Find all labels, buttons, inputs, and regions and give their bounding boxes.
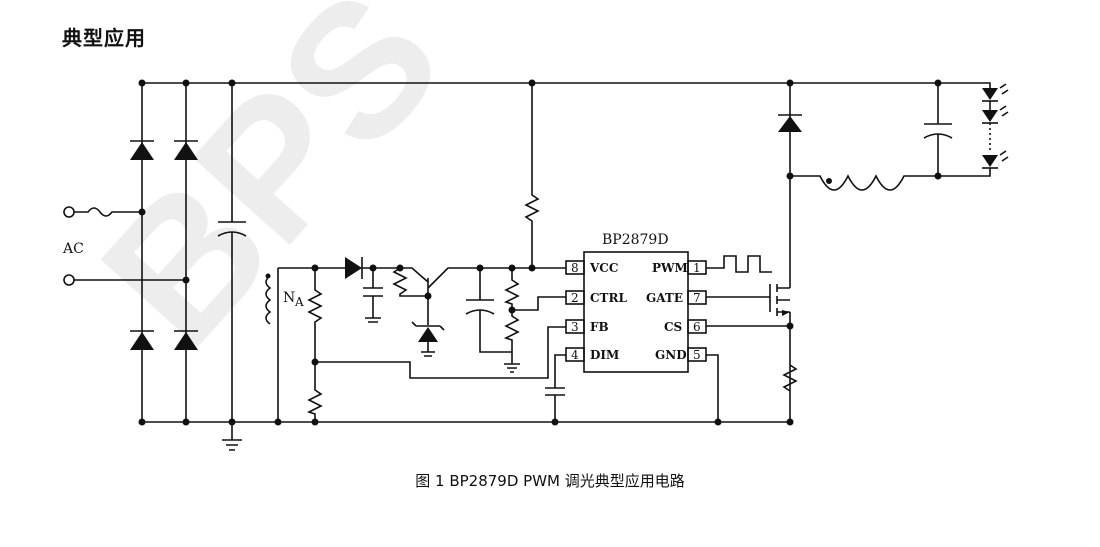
winding-subscript: A xyxy=(294,295,304,309)
pin-6-number: 6 xyxy=(693,320,701,334)
section-title: 典型应用 xyxy=(62,26,146,50)
bridge-diode-4 xyxy=(174,330,198,350)
aux-winding xyxy=(265,275,272,325)
ac-terminal-bottom xyxy=(63,274,75,286)
ctrl-resistors xyxy=(503,268,520,373)
pin-dim-label: DIM xyxy=(590,348,619,362)
ground-symbol-main xyxy=(222,422,242,451)
fuse xyxy=(74,207,142,217)
bridge-diode-1 xyxy=(130,140,154,160)
pin-3-number: 3 xyxy=(571,320,579,334)
zener-diode xyxy=(411,321,445,357)
ac-label: AC xyxy=(62,241,84,257)
pin-ctrl-label: CTRL xyxy=(590,291,627,305)
small-capacitor xyxy=(363,268,383,323)
bulk-capacitor xyxy=(217,83,247,422)
base-resistor xyxy=(392,267,428,297)
chip-name: BP2879D xyxy=(602,232,669,248)
pin-8-number: 8 xyxy=(571,261,579,275)
pin-1-number: 1 xyxy=(693,261,701,275)
pin-cs-label: CS xyxy=(664,320,682,334)
ac-terminal-top xyxy=(63,206,75,218)
pin-pwm-label: PWM xyxy=(652,261,688,275)
supply-diode xyxy=(345,257,363,279)
bridge-diode-3 xyxy=(130,330,154,350)
pin-4-number: 4 xyxy=(571,348,579,362)
bridge-diode-2 xyxy=(174,140,198,160)
chip-body xyxy=(583,251,689,373)
divider-resistors xyxy=(306,268,323,422)
pin-vcc-label: VCC xyxy=(589,261,618,275)
pin-fb-label: FB xyxy=(590,320,609,334)
pin-5-number: 5 xyxy=(693,348,701,362)
pin-2-number: 2 xyxy=(571,291,579,305)
mosfet xyxy=(706,284,790,316)
winding-label: N xyxy=(283,290,295,306)
led-string xyxy=(982,83,1009,169)
pwm-waveform xyxy=(706,255,772,273)
figure-caption: 图 1 BP2879D PWM 调光典型应用电路 xyxy=(415,472,685,490)
cs-resistor xyxy=(782,364,798,392)
freewheel-diode xyxy=(778,114,802,132)
output-inductor xyxy=(790,174,938,191)
output-capacitor xyxy=(923,83,953,176)
pin-gnd-label: GND xyxy=(655,348,687,362)
pin-7-number: 7 xyxy=(693,291,701,305)
vcc-capacitor xyxy=(465,268,512,353)
pin-gate-label: GATE xyxy=(646,291,683,305)
